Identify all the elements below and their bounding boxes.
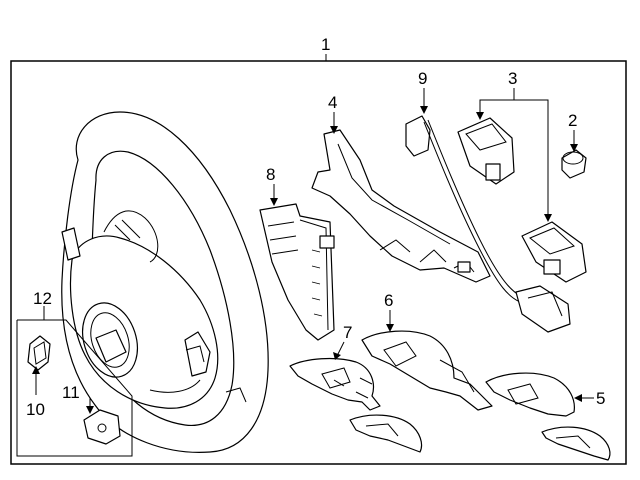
- callout-11-arrow: [86, 406, 94, 414]
- bracket-hole: [97, 423, 107, 433]
- clip-part[interactable]: [27, 335, 51, 395]
- callout-5-label: 5: [596, 389, 605, 408]
- cover-left-screw-lines: [333, 377, 373, 399]
- bracket-body: [83, 409, 121, 445]
- mounting-kit-box[interactable]: [16, 306, 133, 457]
- callout-10-label: 10: [26, 400, 45, 419]
- wheel-center-block: [95, 329, 127, 363]
- callout-11-label: 11: [62, 383, 80, 402]
- cover-left-slot: [321, 367, 351, 389]
- wheel-lower-boss: [184, 331, 211, 377]
- callout-4-arrow: [330, 126, 338, 134]
- kit-box-outline: [16, 319, 133, 457]
- callout-6-label: 6: [384, 291, 393, 310]
- cover-right-lower: [541, 426, 611, 461]
- cover-left-lower-edge: [365, 423, 399, 437]
- cover-left[interactable]: [289, 341, 423, 453]
- callout-5-arrow: [574, 394, 582, 402]
- wheel-center-ring: [90, 312, 130, 368]
- wheel-lower-contour: [149, 379, 201, 393]
- bezel-body: [311, 129, 491, 283]
- callout-7-label: 7: [343, 323, 352, 342]
- switch-lower-connector: [543, 259, 561, 275]
- clip-body: [27, 335, 51, 371]
- callout-3-arrow-a: [476, 112, 484, 120]
- callout-4-label: 4: [328, 93, 337, 112]
- cover-left-lower: [349, 414, 423, 453]
- cover-right[interactable]: [485, 372, 611, 461]
- wiring-harness[interactable]: [405, 88, 571, 333]
- switch-lower: [521, 221, 587, 283]
- harness-wire-2: [423, 121, 531, 305]
- cover-left-body: [289, 357, 381, 411]
- steering-wheel[interactable]: [61, 111, 269, 453]
- wheel-upper-spoke: [103, 210, 159, 263]
- wheel-rim-notch: [225, 387, 247, 403]
- callout-3-arrow-b: [544, 214, 552, 222]
- callout-1[interactable]: 1: [321, 35, 330, 61]
- cover-upper-slot: [383, 341, 417, 367]
- control-module[interactable]: [259, 184, 335, 341]
- callout-7-arrow: [333, 352, 341, 360]
- bezel-clip: [457, 261, 471, 273]
- harness-top-plug: [405, 115, 431, 157]
- screw-head: [562, 151, 584, 165]
- cover-right-body: [485, 372, 575, 417]
- callout-3-label: 3: [508, 69, 517, 88]
- cover-upper[interactable]: [361, 310, 493, 411]
- callout-9-arrow: [420, 106, 428, 114]
- switch-lower-face: [529, 227, 575, 255]
- callout-1-label: 1: [321, 35, 330, 54]
- cover-left-screws: [333, 377, 373, 399]
- callout-6-arrow: [386, 324, 394, 332]
- callout-12-label: 12: [33, 289, 52, 308]
- harness-bottom-plug: [515, 285, 571, 333]
- module-pins: [311, 249, 323, 317]
- module-buttons: [267, 221, 299, 255]
- callout-10-arrow: [32, 366, 40, 374]
- harness-plug-detail: [527, 291, 563, 317]
- switch-upper-face: [465, 123, 507, 151]
- cover-right-lower-edge: [555, 435, 591, 449]
- cover-right-slot: [507, 383, 539, 405]
- cover-upper-edge: [439, 359, 475, 393]
- cover-upper-body: [361, 330, 493, 411]
- callout-9-label: 9: [418, 69, 427, 88]
- trim-bezel[interactable]: [311, 112, 491, 283]
- callout-2-arrow: [570, 144, 578, 152]
- module-connector: [319, 235, 335, 249]
- diagram-frame: [10, 60, 627, 465]
- switch-upper-connector: [485, 163, 501, 181]
- wheel-boss-detail: [185, 345, 205, 363]
- switch-assembly[interactable]: [457, 88, 587, 283]
- callout-2-label: 2: [568, 111, 577, 130]
- callout-8-arrow: [270, 198, 278, 206]
- bezel-inner-edge: [337, 143, 451, 245]
- screw-part[interactable]: [561, 130, 587, 179]
- clip-face: [33, 341, 47, 365]
- bracket-part[interactable]: [83, 398, 121, 445]
- module-body: [259, 203, 335, 341]
- wheel-paddle: [61, 227, 81, 261]
- module-side: [299, 219, 329, 331]
- callout-8-label: 8: [266, 165, 275, 184]
- wheel-spoke-grooves: [114, 219, 141, 241]
